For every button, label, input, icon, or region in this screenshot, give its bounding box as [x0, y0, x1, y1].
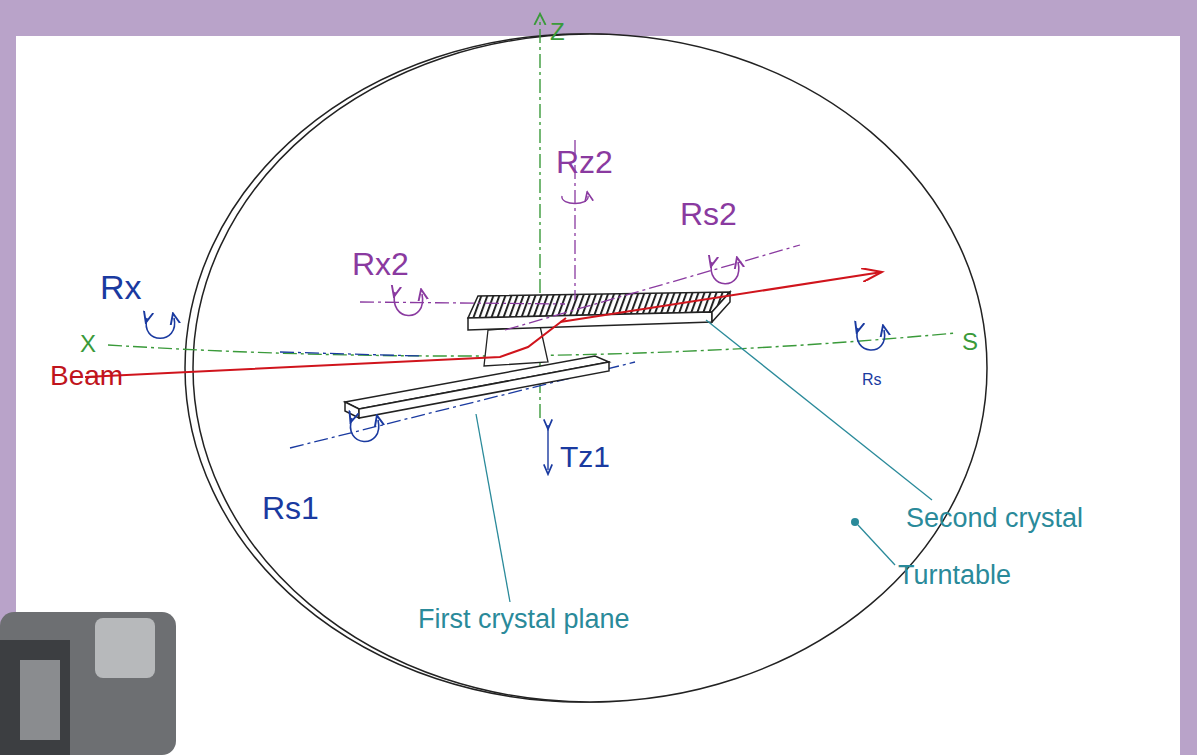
rotation-name: Rx: [100, 270, 142, 304]
rotation-name: Rs: [862, 372, 882, 388]
axis-name: Z: [550, 20, 565, 44]
part-name: Turntable: [898, 562, 1011, 589]
axis-name: X: [80, 332, 96, 356]
part-name: First crystal plane: [418, 606, 630, 633]
rotation-name: Rx2: [352, 248, 409, 280]
axis-name: S: [962, 330, 978, 354]
translation-name: Tz1: [560, 442, 610, 472]
rotation-name: Rs2: [680, 198, 737, 230]
rotation-name: Rz2: [556, 146, 613, 178]
rotation-name: Rs1: [262, 492, 319, 524]
part-name: Second crystal: [906, 505, 1083, 532]
beam-label: Beam: [50, 362, 123, 390]
